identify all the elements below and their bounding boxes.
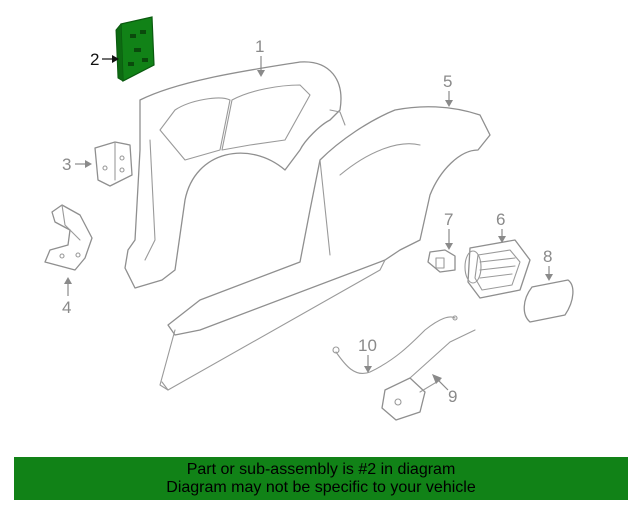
- part-1-quarter-panel[interactable]: [124, 61, 346, 289]
- callout-4: 4: [62, 277, 72, 317]
- part-8-fuel-door[interactable]: [523, 279, 574, 323]
- callout-1: 1: [255, 37, 265, 77]
- part-10-cable[interactable]: [332, 315, 458, 374]
- part-5-side-panel[interactable]: [159, 106, 491, 391]
- callout-2-highlighted: 2: [90, 50, 119, 69]
- parts-diagram: 1 2 3 4 5 6 7 8 9: [44, 16, 574, 421]
- svg-text:3: 3: [62, 155, 71, 174]
- callout-3: 3: [62, 155, 92, 174]
- part-4-bracket[interactable]: [44, 204, 93, 271]
- callout-8: 8: [543, 247, 553, 281]
- callout-9: 9: [432, 374, 457, 406]
- svg-text:4: 4: [62, 298, 71, 317]
- part-6-fuel-housing[interactable]: [464, 239, 531, 299]
- part-2-bracket[interactable]: [115, 16, 155, 82]
- svg-text:8: 8: [543, 247, 552, 266]
- part-3-bracket[interactable]: [94, 141, 133, 187]
- banner-line-2: Diagram may not be specific to your vehi…: [166, 478, 476, 496]
- part-9-actuator[interactable]: [381, 329, 476, 421]
- callout-5: 5: [443, 72, 453, 107]
- callout-10: 10: [358, 336, 377, 373]
- svg-text:2: 2: [90, 50, 99, 69]
- diagram-note-banner: Part or sub-assembly is #2 in diagram Di…: [14, 457, 628, 500]
- part-7-clip[interactable]: [427, 249, 456, 273]
- svg-text:1: 1: [255, 37, 264, 56]
- svg-text:9: 9: [448, 387, 457, 406]
- svg-text:10: 10: [358, 336, 377, 355]
- callout-6: 6: [496, 210, 506, 243]
- svg-text:5: 5: [443, 72, 452, 91]
- svg-text:6: 6: [496, 210, 505, 229]
- banner-line-1: Part or sub-assembly is #2 in diagram: [186, 460, 456, 478]
- svg-text:7: 7: [444, 210, 453, 229]
- callout-7: 7: [444, 210, 453, 250]
